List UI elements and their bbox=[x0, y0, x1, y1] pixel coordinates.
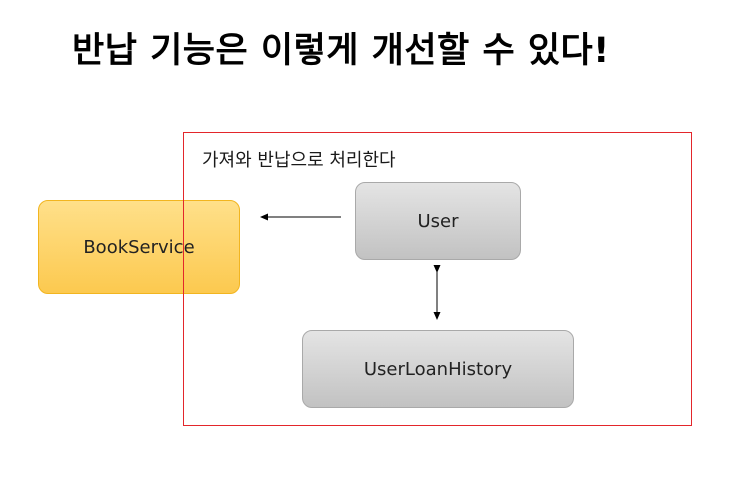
user-loan-history-label: UserLoanHistory bbox=[363, 358, 513, 380]
book-service-label: BookService bbox=[83, 236, 195, 258]
frame-caption: 가져와 반납으로 처리한다 bbox=[202, 150, 396, 171]
user-node: User bbox=[355, 182, 521, 260]
book-service-node: BookService bbox=[38, 200, 240, 294]
highlight-frame bbox=[183, 132, 692, 426]
user-label: User bbox=[417, 210, 459, 232]
user-loan-history-node: UserLoanHistory bbox=[302, 330, 574, 408]
slide-title: 반납 기능은 이렇게 개선할 수 있다! bbox=[72, 31, 610, 71]
